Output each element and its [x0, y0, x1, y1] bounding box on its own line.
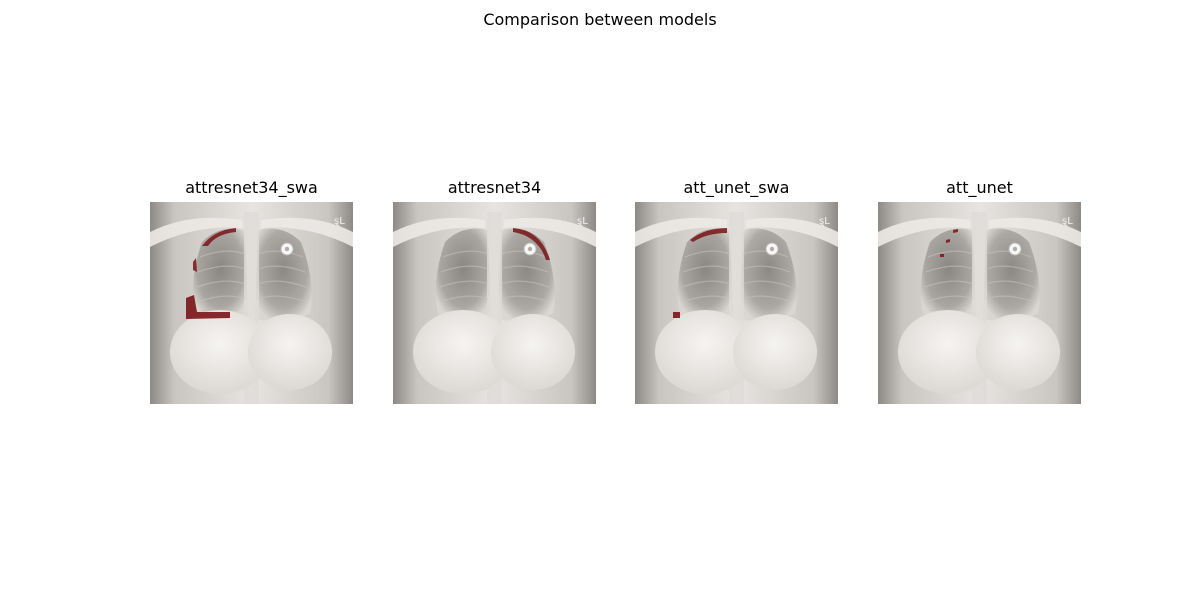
panel-title: att_unet_swa: [683, 178, 790, 197]
panel-title: att_unet: [946, 178, 1013, 197]
panel-title: attresnet34: [447, 178, 542, 197]
xray-image-overlay: [878, 202, 1081, 404]
figure-title: Comparison between models: [483, 10, 717, 29]
xray-image-overlay: [635, 202, 838, 404]
xray-image-overlay: [393, 202, 596, 404]
panel-title: attresnet34_swa: [185, 178, 318, 197]
xray-image-overlay: [150, 202, 353, 404]
